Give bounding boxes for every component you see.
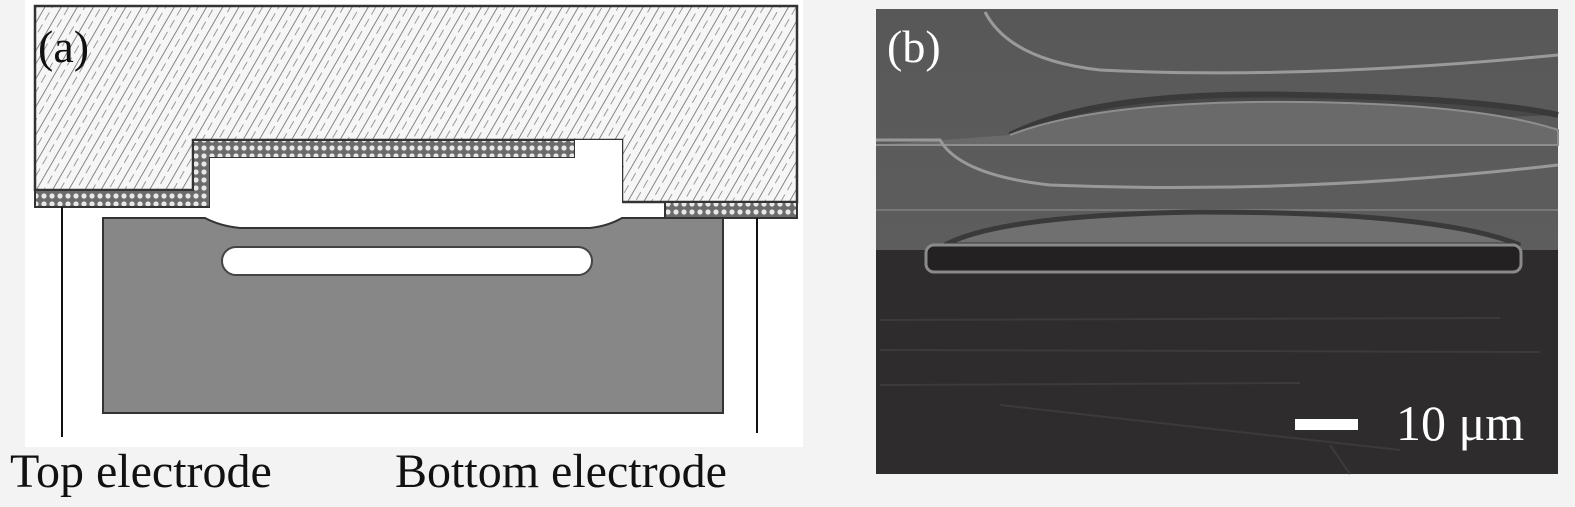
buried-channel: [221, 246, 593, 276]
panel-b-sem-image: (b) 10 μm: [876, 9, 1559, 475]
panel-a-schematic: (a) Top electrode Bottom electrode: [10, 0, 803, 498]
sem-edge-middle: [876, 138, 1559, 189]
panel-a-label: (a): [38, 21, 89, 72]
sem-membrane-lower: [943, 209, 1521, 248]
scale-bar: [1295, 419, 1358, 430]
air-gap-cavity: [210, 140, 622, 226]
bottom-electrode-layer: [664, 201, 798, 219]
bottom-electrode-label: Bottom electrode: [395, 445, 727, 498]
sem-edge-top: [983, 11, 1559, 75]
sem-texture-lines: [879, 317, 1541, 475]
panel-b-label: (b): [887, 21, 941, 72]
sem-channel: [924, 243, 1523, 274]
sem-lower-region: [876, 250, 1558, 474]
sem-membrane-upper: [876, 100, 1559, 146]
scale-bar-label: 10 μm: [1396, 395, 1524, 451]
top-electrode-label: Top electrode: [10, 445, 272, 498]
